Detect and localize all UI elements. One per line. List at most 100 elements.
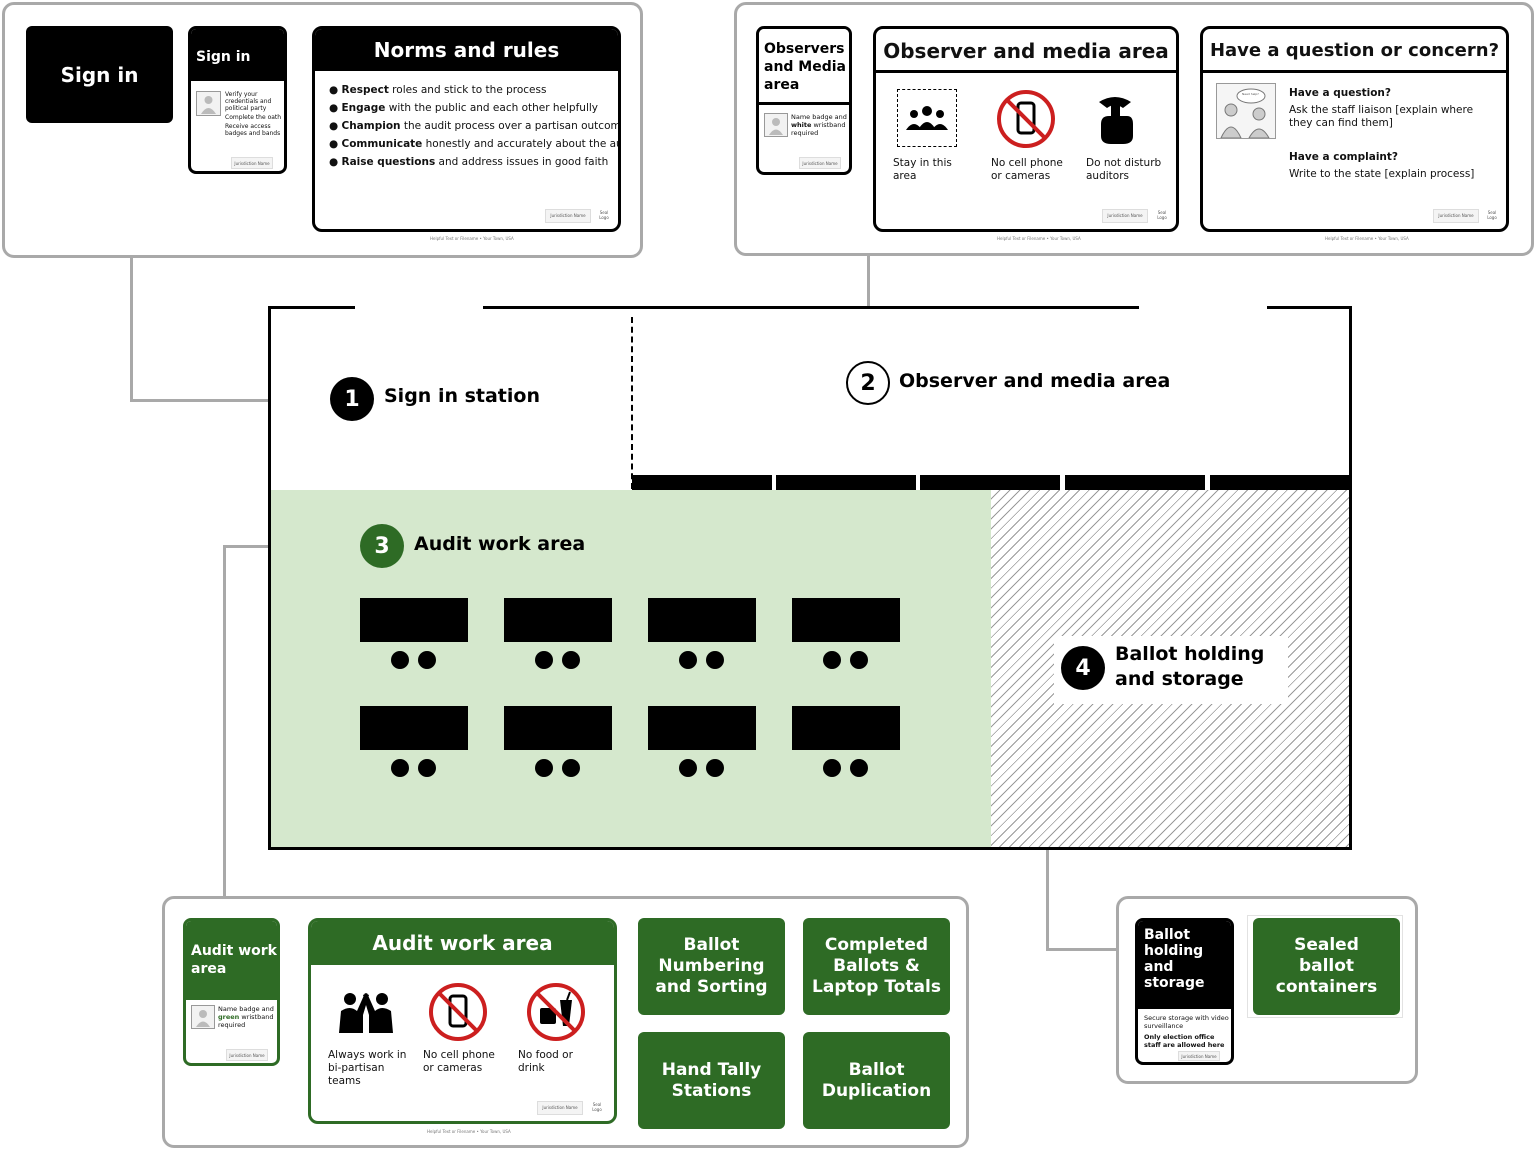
rule-text: and address issues in good faith (435, 156, 609, 168)
chair (850, 759, 868, 777)
norms-title: Norms and rules (373, 38, 560, 62)
work-table (360, 598, 468, 642)
observer-barrier (1065, 475, 1205, 490)
work-table (648, 706, 756, 750)
chair (679, 759, 697, 777)
note-text: wristband required (218, 1013, 274, 1029)
chair (391, 759, 409, 777)
rule-keyword: Respect (341, 84, 389, 96)
liaison-illustration: Need help? (1216, 83, 1276, 139)
zone-1-label: Sign in station (384, 385, 540, 407)
chair (850, 651, 868, 669)
chair (562, 651, 580, 669)
work-table (648, 598, 756, 642)
observer-barrier (776, 475, 916, 490)
observer-badge-sign: Observers and Media area Name badge and … (756, 26, 852, 175)
sign-caption: Helpful Text or Filename • Your Town, US… (430, 236, 514, 241)
chair (679, 651, 697, 669)
storage-badge-title: Ballot holding and storage (1144, 927, 1205, 991)
connector-storage-bottom (1046, 948, 1118, 951)
station-tile-numbering: Ballot Numbering and Sorting (638, 918, 785, 1015)
seal-logo: Seal Logo (592, 1102, 602, 1112)
chair (535, 759, 553, 777)
sign-caption: Helpful Text or Filename • Your Town, US… (997, 236, 1081, 241)
connector-signin-horizontal (130, 399, 336, 402)
rule-keyword: Engage (341, 102, 386, 114)
sign-caption: Helpful Text or Filename • Your Town, US… (427, 1129, 511, 1134)
bullet-item: Receive access badges and bands (225, 123, 281, 137)
icon-caption: No cell phone or cameras (991, 157, 1063, 182)
rule-text: honestly and accurately about the audit (422, 138, 621, 150)
audit-badge-header: Audit work area (186, 921, 277, 1000)
chair (823, 651, 841, 669)
station-tile-completed: Completed Ballots & Laptop Totals (803, 918, 950, 1015)
norms-rules-sign: Norms and rules ● Respect roles and stic… (312, 26, 621, 232)
stay-in-area-icon (897, 89, 957, 147)
observer-area-sign: Observer and media area Stay in this are… (873, 26, 1179, 232)
jurisdiction-tag: Jurisdiction Name (231, 157, 273, 169)
signin-badge-header: Sign in (191, 29, 284, 81)
speech-bubble-text: Need help? (1242, 92, 1259, 96)
chair (706, 759, 724, 777)
person-photo-icon (191, 1005, 215, 1029)
question-body: Ask the staff liaison [explain where the… (1289, 104, 1474, 129)
audit-badge-note: Name badge and green wristband required (218, 1005, 276, 1029)
note-text: wristband required (791, 121, 846, 137)
norms-rules-list: ● Respect roles and stick to the process… (329, 81, 621, 171)
zone-3-number: 3 (374, 533, 390, 559)
chair (418, 651, 436, 669)
no-phone-icon (428, 982, 488, 1046)
observer-badge-note: Name badge and white wristband required (791, 113, 849, 137)
connector-audit-vertical (223, 545, 226, 897)
work-table (504, 706, 612, 750)
rule-item: ● Raise questions and address issues in … (329, 156, 609, 168)
doorway-right (1139, 305, 1267, 311)
audit-area-sign: Audit work area Always work in bi-partis… (308, 918, 617, 1124)
work-table (792, 598, 900, 642)
bullet-item: Complete the oath (225, 114, 282, 121)
observer-sign-panel: Observers and Media area Name badge and … (734, 2, 1534, 256)
person-photo-icon (764, 113, 788, 137)
station-tile-hand-tally: Hand Tally Stations (638, 1032, 785, 1129)
rule-item: ● Champion the audit process over a part… (329, 117, 621, 135)
audit-badge-title: Audit work area (191, 943, 277, 977)
rule-item: ● Engage with the public and each other … (329, 102, 599, 114)
observer-badge-header: Observers and Media area (759, 29, 849, 105)
zone-4-label-line2: and storage (1115, 668, 1244, 690)
zone-1-marker: 1 (330, 377, 374, 421)
note-text: Name badge and (218, 1005, 274, 1013)
jurisdiction-tag: Jurisdiction Name (226, 1049, 268, 1061)
zone-3-label: Audit work area (414, 533, 586, 555)
rule-keyword: Raise questions (341, 156, 436, 168)
jurisdiction-tag: Jurisdiction Name (799, 157, 841, 169)
audit-badge-sign: Audit work area Name badge and green wri… (183, 918, 280, 1066)
storage-badge-note: Secure storage with video surveillance (1144, 1014, 1229, 1030)
note-text: Name badge and (791, 113, 847, 121)
storage-sign-panel: Ballot holding and storage Secure storag… (1116, 896, 1418, 1084)
jurisdiction-tag: Jurisdiction Name (1102, 209, 1148, 223)
signin-badge-title: Sign in (196, 49, 251, 65)
signin-divider (631, 317, 633, 489)
observer-area-title: Observer and media area (883, 39, 1169, 63)
signin-badge-sign: Sign in Verify your credentials and poli… (188, 26, 287, 174)
floor-plan (268, 305, 1352, 850)
signin-big-sign: Sign in (26, 26, 173, 123)
question-sign: Have a question or concern? Need help? H… (1200, 26, 1509, 232)
bullet-item: Verify your credentials and political pa… (225, 91, 272, 112)
zone-2-number: 2 (860, 370, 876, 396)
audit-sign-panel: Audit work area Name badge and green wri… (162, 896, 969, 1148)
rule-text: roles and stick to the process (388, 84, 547, 96)
rule-item: ● Communicate honestly and accurately ab… (329, 135, 621, 153)
chair (562, 759, 580, 777)
seal-logo: Seal Logo (1157, 210, 1167, 220)
zone-4-number: 4 (1075, 655, 1091, 681)
jurisdiction-tag: Jurisdiction Name (1178, 1051, 1220, 1061)
chair (535, 651, 553, 669)
icon-caption: No cell phone or cameras (423, 1049, 495, 1074)
station-tile-duplication: Ballot Duplication (803, 1032, 950, 1129)
rule-item: ● Respect roles and stick to the process (329, 84, 547, 96)
signin-big-title: Sign in (60, 62, 139, 87)
complaint-heading: Have a complaint? (1289, 151, 1398, 163)
rule-text: the audit process over a partisan outcom… (400, 120, 621, 132)
note-highlight: green (218, 1013, 240, 1021)
